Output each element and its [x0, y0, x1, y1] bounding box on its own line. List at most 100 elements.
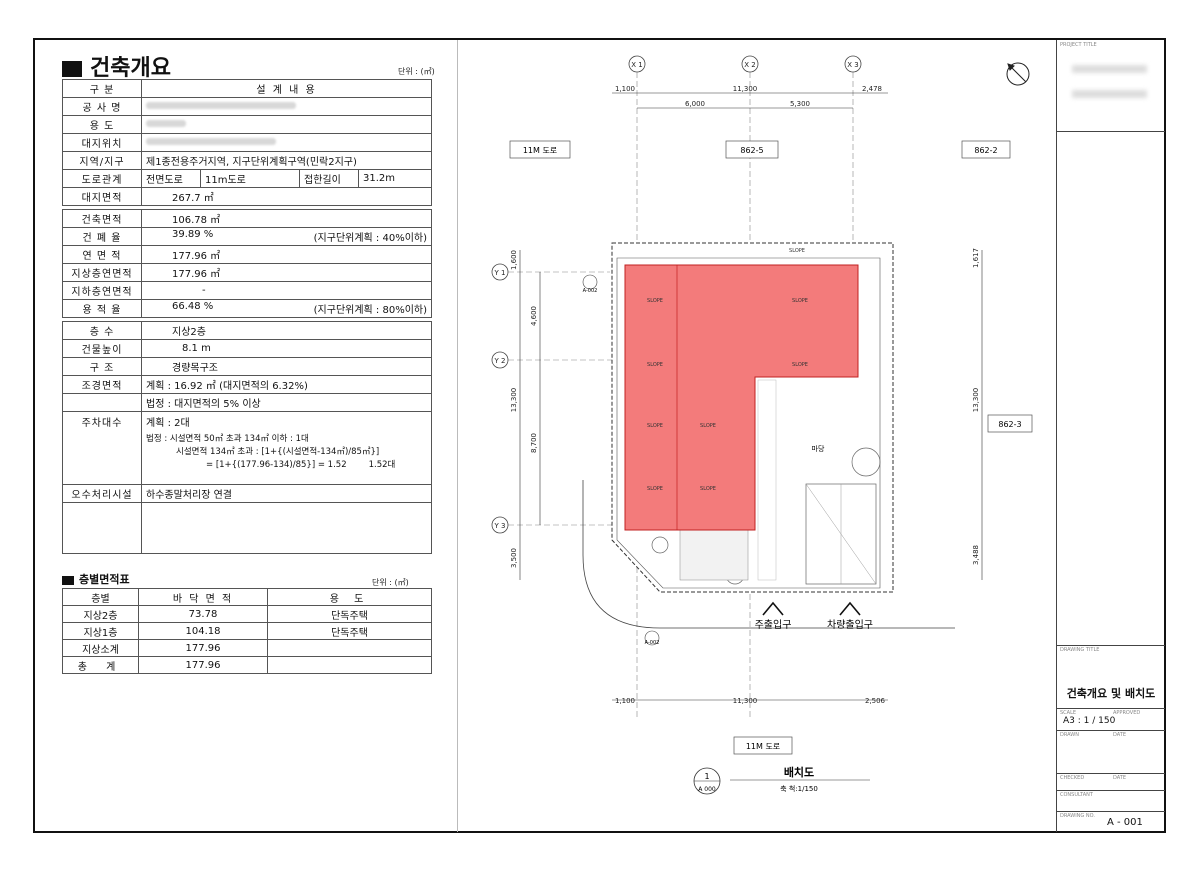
blank-cell: [141, 502, 432, 554]
grid-label-x2: X 2: [744, 61, 755, 69]
road-width: 11m도로: [200, 170, 300, 187]
bcr-cell: 39.89 %(지구단위계획 : 40%이하): [141, 227, 432, 246]
slope-label: SLOPE: [700, 486, 716, 492]
col-area: 바 닥 면 적: [138, 588, 268, 606]
far-cell: 66.48 % (지구단위계획 : 80%이하): [141, 299, 432, 318]
lot-top-right-label: 862-2: [974, 146, 997, 155]
label-floors: 층 수: [62, 321, 142, 340]
parking-law3: = [1+{(177.96-134)/85}] = 1.52: [206, 460, 347, 470]
tb-label-project: PROJECT TITLE: [1060, 42, 1097, 48]
lot-top-right-box: [961, 140, 1011, 159]
section-ref-marker-icon: [582, 274, 598, 290]
overview-title: 건축개요: [62, 50, 171, 82]
row-use: [267, 639, 432, 657]
parking-result: 1.52대: [368, 460, 396, 470]
row-floor: 지상1층: [62, 622, 139, 640]
section-ref-label: A-002: [645, 640, 660, 646]
zone-value: 제1종전용주거지역, 지구단위계획구역(민락2지구): [141, 151, 432, 170]
entrance-arrows: [762, 601, 861, 616]
section-ref-marker-icon: [644, 630, 660, 646]
grid-bubble-x1: [628, 55, 646, 73]
drawing-scale: 축 척:1/150: [780, 784, 818, 793]
scale-value: A3 : 1 / 150: [1063, 716, 1116, 726]
section-ref-label: A-002: [583, 288, 598, 294]
landscape-blank: [62, 393, 142, 412]
use-redacted: [141, 115, 432, 134]
road-bottom-box: [733, 736, 793, 755]
sewage: 하수종말처리장 연결: [141, 484, 432, 503]
dimension-lines: [519, 92, 983, 701]
label-site-area: 대지면적: [62, 187, 142, 206]
tb-divider: [1057, 730, 1165, 731]
tb-divider: [1057, 708, 1165, 709]
north-arrow-icon: [1006, 62, 1030, 86]
label-above-gfa: 지상층연면적: [62, 263, 142, 282]
lot-labels: 11M 도로 862-5 862-2 862-3 11M 도로: [509, 140, 1033, 755]
label-height: 건물높이: [62, 339, 142, 358]
project-name-redacted: [141, 97, 432, 116]
road-cell: 전면도로 11m도로 접한길이 31.2m: [141, 169, 432, 188]
overview-title-text: 건축개요: [90, 56, 171, 81]
col-use: 용 도: [267, 588, 432, 606]
header-category: 구 분: [62, 79, 142, 98]
gfa: 177.96 ㎡: [141, 245, 432, 264]
dim-left: 13,300: [510, 388, 518, 413]
far-note: (지구단위계획 : 80%이하): [313, 305, 427, 316]
project-title-redacted: [1072, 65, 1147, 73]
above-gfa: 177.96 ㎡: [141, 263, 432, 282]
tb-label-drawing-title: DRAWING TITLE: [1060, 647, 1100, 653]
dim-top: 11,300: [733, 85, 758, 93]
dim-left: 1,600: [510, 250, 518, 270]
slope-label: SLOPE: [647, 298, 663, 304]
grid-label-y1: Y 1: [494, 269, 506, 277]
site-plan-drawing: X 1 X 2 X 3 Y 1 Y 2 Y 3 1,100 11,300 2,4…: [491, 55, 1033, 795]
header-content: 설 계 내 용: [141, 79, 432, 98]
far: 66.48 %: [172, 301, 214, 312]
label-road: 도로관계: [62, 169, 142, 188]
sheet-number: A - 001: [1107, 817, 1143, 828]
label-project-name: 공 사 명: [62, 97, 142, 116]
tb-divider: [1057, 773, 1165, 774]
tb-label-checked: CHECKED: [1060, 775, 1085, 781]
tb-label-consultant: CONSULTANT: [1060, 792, 1093, 798]
floor-table-title-text: 층별면적표: [79, 573, 130, 586]
row-area: 177.96: [138, 656, 268, 674]
bcr: 39.89 %: [172, 229, 214, 240]
tb-label-scale: SCALE: [1060, 710, 1077, 716]
col-floor: 층별: [62, 588, 139, 606]
slope-label: SLOPE: [647, 486, 663, 492]
title-square-icon: [62, 575, 74, 585]
below-gfa: -: [141, 281, 432, 300]
grid-label-y2: Y 2: [494, 357, 506, 365]
grid-bubble-y3: [491, 516, 509, 534]
slope-label: SLOPE: [647, 423, 663, 429]
title-block: PROJECT TITLE DRAWING TITLE 건축개요 및 배치도 S…: [1056, 40, 1165, 832]
building-area: 106.78 ㎡: [141, 209, 432, 228]
label-use: 용 도: [62, 115, 142, 134]
lot-right-box: [987, 414, 1033, 433]
tb-label-date: DATE: [1113, 775, 1127, 781]
dimension-texts: 1,100 11,300 2,478 6,000 5,300 1,100 11,…: [510, 85, 980, 705]
label-site-location: 대지위치: [62, 133, 142, 152]
row-area: 73.78: [138, 605, 268, 623]
roof-plan: [624, 264, 859, 531]
structure: 경량목구조: [141, 357, 432, 376]
lot-top-label: 862-5: [740, 146, 763, 155]
dim-right: 1,617: [972, 248, 980, 268]
road-contact-value: 31.2m: [363, 173, 396, 184]
path-pavers: [757, 379, 777, 581]
tb-label-drawing-no: DRAWING NO.: [1060, 813, 1095, 819]
row-use: 단독주택: [267, 622, 432, 640]
grid-bubble-x3: [844, 55, 862, 73]
tb-label-approved: APPROVED: [1113, 710, 1141, 716]
lot-right-label: 862-3: [998, 420, 1021, 429]
main-entrance-label: 주출입구: [755, 618, 792, 631]
road-edge: [582, 480, 955, 629]
parking-law2: 시설면적 134㎡ 초과 : [1+{(시설면적-134㎡)/85㎡}]: [176, 447, 380, 457]
grid-label-x1: X 1: [631, 61, 642, 69]
lot-top-box: [725, 140, 779, 159]
site-area: 267.7 ㎡: [141, 187, 432, 206]
drawing-title-ref: A 000: [698, 786, 716, 793]
